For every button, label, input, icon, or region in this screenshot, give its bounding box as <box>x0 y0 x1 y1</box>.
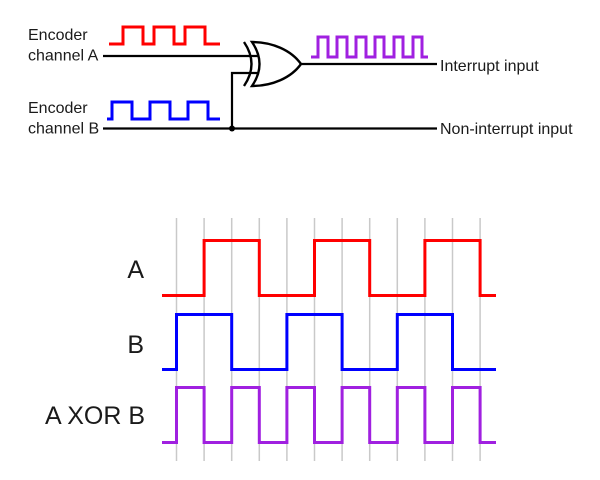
timing-diagram: A B A XOR B <box>45 218 496 461</box>
timing-wave-a <box>162 239 496 297</box>
non-interrupt-input-label: Non-interrupt input <box>440 121 573 138</box>
timing-wave-b <box>162 313 496 371</box>
xor-gate-body <box>249 40 303 88</box>
encoder-channel-a-label-line1: Encoder <box>28 27 88 44</box>
channel-a-pulse-train <box>109 25 220 46</box>
channel-b-pulse-train <box>107 100 220 121</box>
xor-gate-icon <box>242 40 303 88</box>
xor-gate-back-arc <box>242 41 253 87</box>
timing-wave-xor <box>162 386 496 444</box>
timing-label-b: B <box>127 331 144 359</box>
timing-label-a: A <box>127 256 144 284</box>
mini-waves <box>107 25 428 121</box>
grid-lines <box>175 218 481 461</box>
junction-dot <box>229 125 235 132</box>
encoder-channel-b-label-line2: channel B <box>28 121 99 138</box>
encoder-channel-a-label-line2: channel A <box>28 48 99 65</box>
xor-output-pulse-train <box>311 35 428 59</box>
timing-waves <box>162 239 496 444</box>
interrupt-input-label: Interrupt input <box>440 58 539 75</box>
timing-label-a-xor-b: A XOR B <box>45 402 145 430</box>
encoder-channel-b-label-line1: Encoder <box>28 100 88 117</box>
circuit-schematic: Encoder channel A Encoder channel B Inte… <box>28 25 573 138</box>
